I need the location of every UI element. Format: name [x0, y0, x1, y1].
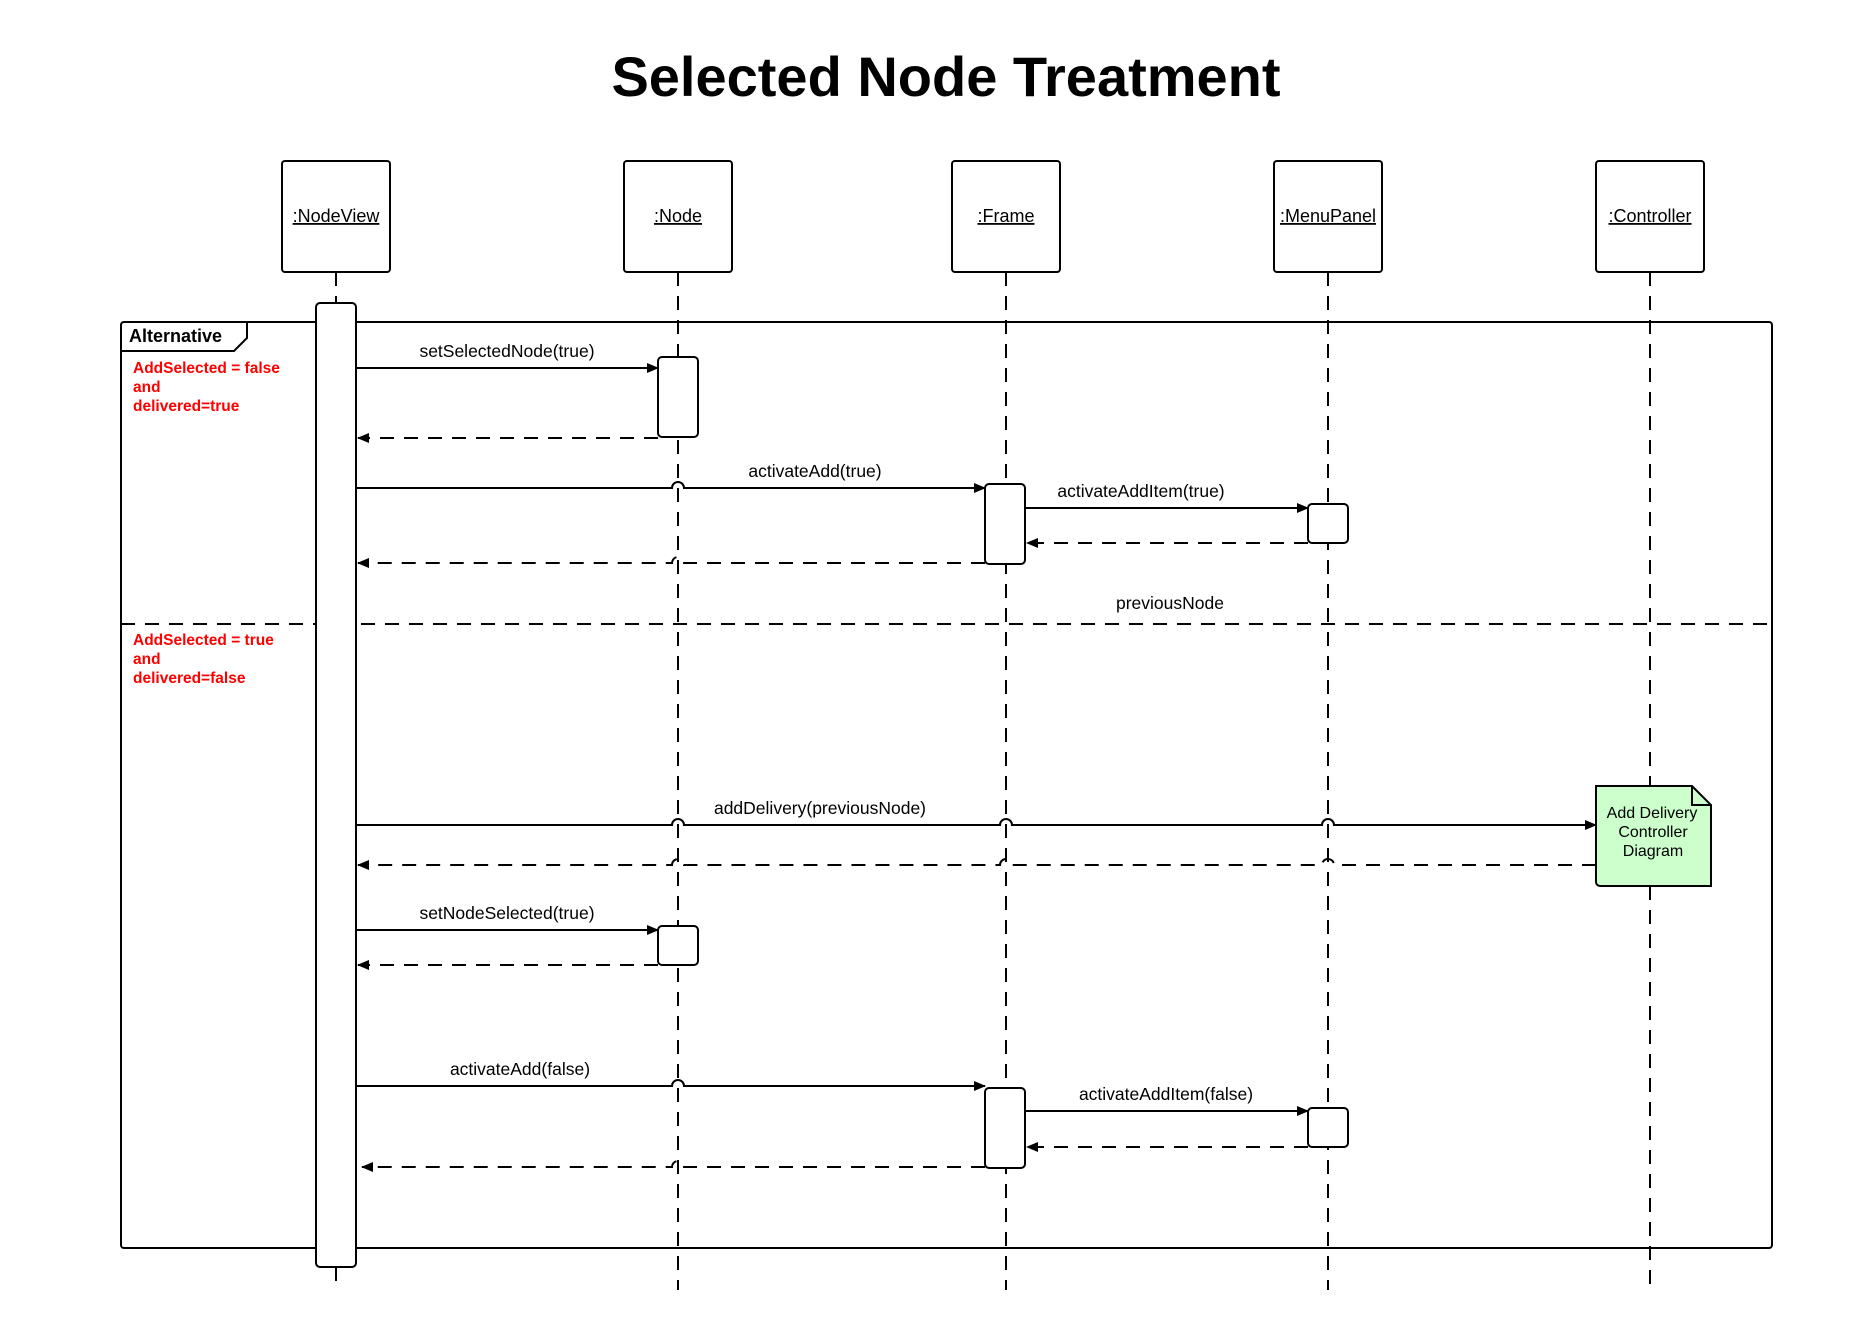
- message-activate-add-false[interactable]: activateAdd(false): [356, 1059, 986, 1091]
- guard-bottom-line-3: delivered=false: [133, 670, 246, 687]
- message-label: activateAddItem(true): [1057, 481, 1224, 501]
- activation-nodeview: [315, 302, 357, 1268]
- note-add-delivery-controller-diagram[interactable]: Add Delivery Controller Diagram: [1595, 785, 1712, 887]
- message-activate-add-item-true[interactable]: activateAddItem(true): [1025, 481, 1309, 513]
- lifeline-label-menupanel: :MenuPanel: [1280, 206, 1376, 226]
- alternative-fragment: Alternative previousNode AddSelected = f…: [120, 321, 1773, 1249]
- separator-label: previousNode: [1116, 593, 1224, 613]
- guard-bottom-line-1: AddSelected = true: [133, 632, 274, 649]
- message-label: activateAdd(false): [450, 1059, 590, 1079]
- lifeline-head-node[interactable]: :Node: [623, 160, 733, 273]
- guard-bottom-line-2: and: [133, 651, 161, 668]
- return-activate-add-true[interactable]: [357, 556, 985, 568]
- message-set-selected-node[interactable]: setSelectedNode(true): [356, 341, 659, 373]
- activation-frame-1: [984, 483, 1026, 565]
- message-set-node-selected[interactable]: setNodeSelected(true): [356, 903, 659, 935]
- return-add-delivery[interactable]: [357, 858, 1596, 870]
- message-label: setNodeSelected(true): [419, 903, 594, 923]
- message-activate-add-item-false[interactable]: activateAddItem(false): [1025, 1084, 1309, 1116]
- lifeline-label-nodeview: :NodeView: [293, 206, 381, 226]
- guard-top-line-2: and: [133, 379, 161, 396]
- message-activate-add-true[interactable]: activateAdd(true): [356, 461, 986, 493]
- lifeline-label-frame: :Frame: [977, 206, 1034, 226]
- lifeline-label-node: :Node: [654, 206, 702, 226]
- message-label: setSelectedNode(true): [419, 341, 594, 361]
- message-label: activateAddItem(false): [1079, 1084, 1253, 1104]
- activation-frame-2: [984, 1087, 1026, 1169]
- note-line-2: Controller: [1618, 824, 1688, 841]
- guard-top-line-1: AddSelected = false: [133, 360, 280, 377]
- activation-menupanel-2: [1307, 1107, 1349, 1148]
- activation-menupanel-1: [1307, 503, 1349, 544]
- fragment-label: Alternative: [129, 326, 222, 346]
- note-line-3: Diagram: [1623, 843, 1683, 860]
- note-line-1: Add Delivery: [1607, 805, 1698, 822]
- message-label: addDelivery(previousNode): [714, 798, 926, 818]
- lifeline-head-menupanel[interactable]: :MenuPanel: [1273, 160, 1383, 273]
- message-label: activateAdd(true): [748, 461, 881, 481]
- return-activate-add-false[interactable]: [361, 1160, 985, 1172]
- message-add-delivery[interactable]: addDelivery(previousNode): [356, 798, 1597, 830]
- guard-top-line-3: delivered=true: [133, 398, 240, 415]
- lifeline-label-controller: :Controller: [1608, 206, 1691, 226]
- lifeline-head-nodeview[interactable]: :NodeView: [281, 160, 391, 273]
- lifeline-head-controller[interactable]: :Controller: [1595, 160, 1705, 273]
- activation-node-1: [657, 356, 699, 438]
- activation-node-2: [657, 925, 699, 966]
- page-title: Selected Node Treatment: [611, 45, 1280, 108]
- lifeline-head-frame[interactable]: :Frame: [951, 160, 1061, 273]
